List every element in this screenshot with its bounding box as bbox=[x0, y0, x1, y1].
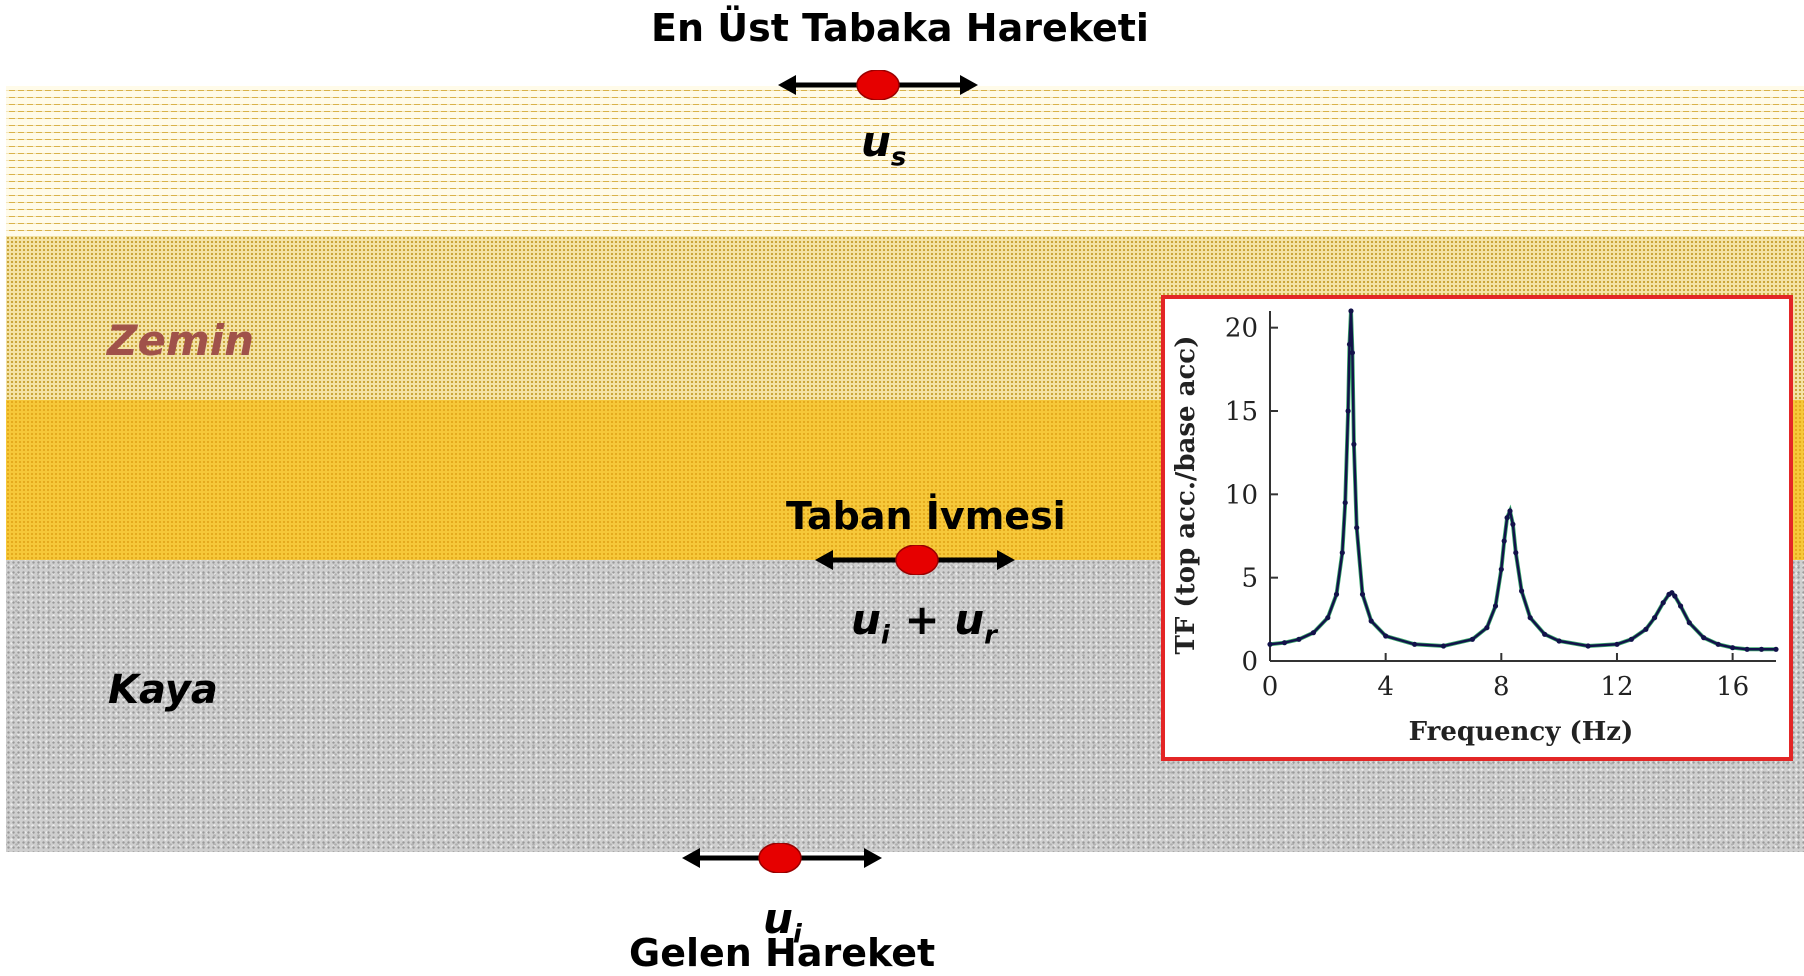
y-tick-label: 5 bbox=[1241, 564, 1258, 594]
tf-point bbox=[1519, 588, 1525, 594]
tf-point bbox=[1643, 626, 1649, 632]
tf-point bbox=[1498, 566, 1504, 572]
tf-point bbox=[1730, 645, 1736, 651]
surface-motion-arrow bbox=[778, 70, 978, 100]
tf-point bbox=[1440, 643, 1447, 649]
tf-point bbox=[1383, 633, 1389, 639]
us-symbol: us bbox=[861, 117, 907, 173]
tf-point bbox=[1359, 591, 1366, 597]
tf-point bbox=[1628, 636, 1634, 642]
ui-plus-ur-symbol: ui + ur bbox=[851, 595, 997, 651]
transfer-function-plot: 0 4 8 12 16 0 5 10 15 20 Frequency (Hz) TF (top a… bbox=[1171, 308, 1779, 747]
incoming-motion-dot bbox=[758, 843, 802, 873]
tf-point bbox=[1614, 641, 1620, 647]
tf-point bbox=[1412, 641, 1418, 647]
kaya-label: Kaya bbox=[108, 667, 218, 713]
tf-point bbox=[1501, 538, 1507, 544]
tf-point bbox=[1346, 341, 1353, 347]
tf-point bbox=[1678, 603, 1684, 609]
tf-point bbox=[1504, 515, 1510, 521]
x-tick-label: 12 bbox=[1600, 672, 1633, 702]
ui-symbol: ui bbox=[763, 894, 802, 950]
x-axis-title: Frequency (Hz) bbox=[1409, 717, 1634, 747]
tf-point bbox=[1556, 638, 1562, 644]
tf-point bbox=[1469, 636, 1475, 642]
tf-point bbox=[1758, 646, 1765, 652]
tf-point bbox=[1325, 615, 1331, 621]
tf-point bbox=[1660, 600, 1666, 606]
tf-point bbox=[1542, 631, 1548, 637]
tf-point bbox=[1510, 521, 1516, 527]
tf-point bbox=[1339, 550, 1345, 556]
x-tick-label: 16 bbox=[1716, 672, 1749, 702]
tf-point bbox=[1267, 641, 1273, 647]
tf-point bbox=[1652, 615, 1658, 621]
tf-point bbox=[1585, 643, 1591, 649]
tf-point bbox=[1345, 408, 1351, 414]
x-tick-label: 8 bbox=[1493, 672, 1510, 702]
x-tick-label: 0 bbox=[1262, 672, 1279, 702]
top-motion-title: En Üst Tabaka Hareketi bbox=[651, 6, 1149, 50]
tf-point bbox=[1351, 441, 1357, 447]
tf-point bbox=[1296, 636, 1302, 642]
base-motion-dot bbox=[895, 545, 939, 575]
base-acceleration-title: Taban İvmesi bbox=[786, 494, 1066, 538]
tf-point bbox=[1773, 646, 1779, 652]
incoming-motion-arrow bbox=[682, 843, 882, 873]
tf-point bbox=[1281, 640, 1288, 646]
tf-point bbox=[1507, 508, 1513, 514]
tf-point bbox=[1492, 603, 1499, 609]
base-motion-arrow bbox=[815, 545, 1015, 575]
tf-point bbox=[1368, 618, 1374, 624]
tf-point bbox=[1744, 646, 1750, 652]
tf-point bbox=[1333, 591, 1340, 597]
surface-motion-dot bbox=[856, 70, 900, 100]
tf-point bbox=[1354, 525, 1360, 531]
y-tick-label: 0 bbox=[1241, 647, 1258, 677]
tf-point bbox=[1701, 635, 1707, 641]
tf-point bbox=[1672, 593, 1678, 599]
soil-layer-top bbox=[6, 86, 1804, 236]
tf-point bbox=[1310, 630, 1316, 636]
transfer-function-chart: 0 4 8 12 16 0 5 10 15 20 Frequency (Hz) TF (top a… bbox=[1161, 295, 1793, 761]
tf-point bbox=[1342, 500, 1348, 506]
x-tick-label: 4 bbox=[1377, 672, 1394, 702]
y-axis-title: TF (top acc./base acc) bbox=[1171, 336, 1201, 655]
tf-curve bbox=[1269, 310, 1776, 651]
zemin-label: Zemin bbox=[107, 316, 254, 365]
tf-point bbox=[1348, 308, 1354, 314]
y-tick-label: 20 bbox=[1225, 314, 1258, 344]
tf-point bbox=[1686, 620, 1692, 626]
tf-point bbox=[1484, 625, 1490, 631]
tf-point bbox=[1513, 550, 1519, 556]
y-tick-label: 15 bbox=[1225, 397, 1258, 427]
y-tick-label: 10 bbox=[1225, 480, 1258, 510]
tf-point bbox=[1527, 615, 1533, 621]
incoming-motion-title: Gelen Hareket bbox=[629, 931, 936, 975]
tf-point bbox=[1349, 350, 1355, 356]
tf-point bbox=[1715, 641, 1721, 647]
